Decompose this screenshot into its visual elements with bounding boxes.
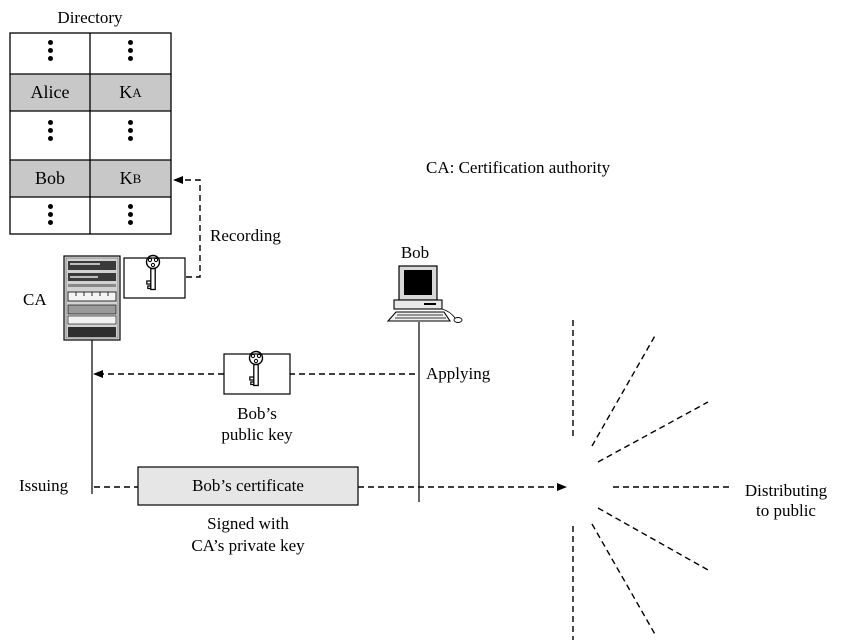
computer-icon bbox=[386, 265, 463, 323]
certificate-box bbox=[137, 466, 359, 506]
ellipsis-icon bbox=[128, 120, 134, 144]
ca-key-box bbox=[123, 254, 186, 299]
ellipsis-icon bbox=[48, 120, 54, 144]
distribution-rays bbox=[572, 320, 732, 640]
bob-label: Bob bbox=[400, 243, 430, 262]
issuing-arrow bbox=[94, 466, 567, 506]
issuing-label: Issuing bbox=[19, 476, 69, 495]
directory-name-alice: Alice bbox=[30, 82, 70, 102]
recording-arrow bbox=[173, 176, 201, 278]
recording-label: Recording bbox=[210, 226, 281, 245]
distributing-label-line2: to public bbox=[756, 501, 816, 520]
signed-label-line2: CA’s private key bbox=[191, 536, 305, 555]
directory-title: Directory bbox=[57, 8, 123, 27]
certificate-label: Bob’s certificate bbox=[192, 476, 304, 495]
distributing-label-line1: Distributing bbox=[744, 481, 828, 500]
server-icon bbox=[63, 255, 121, 341]
applying-arrow bbox=[93, 350, 415, 395]
signed-label-line1: Signed with bbox=[207, 514, 289, 533]
directory-name-bob: Bob bbox=[34, 168, 65, 188]
applying-label: Applying bbox=[426, 364, 491, 383]
directory-table bbox=[9, 32, 172, 235]
ellipsis-icon bbox=[48, 204, 54, 228]
ellipsis-icon bbox=[128, 40, 134, 64]
public-key-box bbox=[223, 353, 291, 395]
ellipsis-icon bbox=[128, 204, 134, 228]
ellipsis-icon bbox=[48, 40, 54, 64]
ca-label: CA bbox=[23, 290, 47, 309]
public-key-label-line2: public key bbox=[221, 425, 293, 444]
legend-text: CA: Certification authority bbox=[426, 158, 611, 177]
public-key-label-line1: Bob’s bbox=[237, 404, 277, 423]
